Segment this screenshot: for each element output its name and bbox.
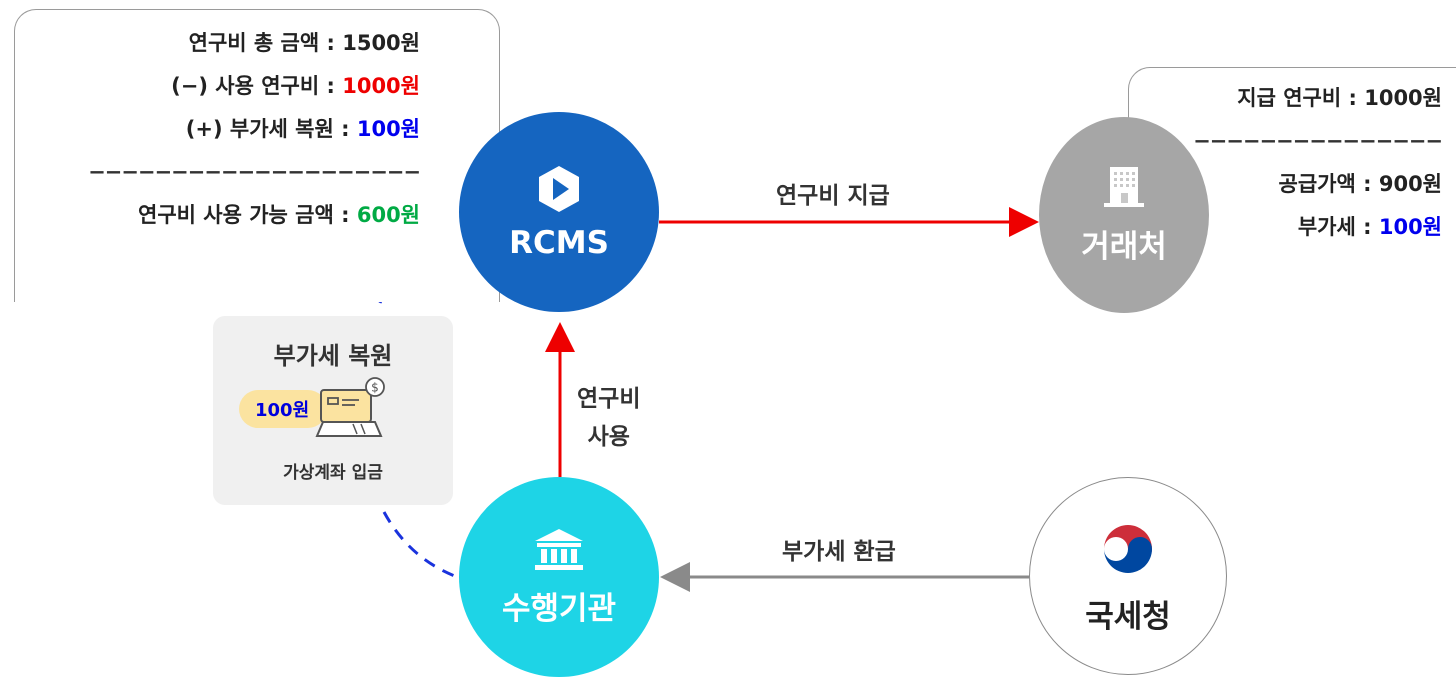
institution-label: 수행기관 (501, 590, 617, 627)
taegeuk-icon (1104, 524, 1152, 573)
institution-node: 수행기관 (459, 477, 659, 677)
used-amount-row: (−) 사용 연구비 : 1000원 (171, 74, 420, 98)
summary-divider: −−−−−−−−−−−−−−−−−−−− (88, 160, 421, 184)
restore-amount-badge: 100원 (239, 390, 327, 428)
vendor-info-text: 지급 연구비 : 1000원 −−−−−−−−−−−−−−− 공급가액 : 90… (1193, 77, 1443, 249)
bank-icon (535, 528, 583, 570)
vendor-label: 거래처 (1081, 228, 1167, 265)
supply-amount-row: 공급가액 : 900원 (1278, 172, 1442, 196)
laptop-dollar-icon: $ (315, 377, 385, 437)
rcms-logo-icon (539, 166, 579, 212)
vendor-divider: −−−−−−−−−−−−−−− (1193, 129, 1443, 153)
refund-edge-label: 부가세 환급 (782, 539, 896, 565)
rcms-node: RCMS (459, 112, 659, 312)
rcms-label: RCMS (509, 225, 609, 261)
paid-amount-row: 지급 연구비 : 1000원 (1237, 86, 1442, 110)
nts-label: 국세청 (1085, 598, 1171, 635)
svg-text:$: $ (371, 381, 379, 395)
vendor-vat-row: 부가세 : 100원 (1297, 215, 1442, 239)
vat-restore-row: (+) 부가세 복원 : 100원 (185, 117, 420, 141)
vat-restore-caption: 가상계좌 입금 (283, 463, 383, 483)
budget-summary-panel (14, 9, 500, 302)
vendor-node: 거래처 (1039, 117, 1209, 313)
vat-restore-title: 부가세 복원 (273, 342, 393, 370)
pay-edge-label: 연구비 지급 (776, 183, 890, 209)
budget-summary-text: 연구비 총 금액 : 1500원 (−) 사용 연구비 : 1000원 (+) … (88, 22, 421, 237)
vat-restore-card: 부가세 복원 100원 $ 가상계좌 입금 (213, 316, 453, 505)
available-amount-row: 연구비 사용 가능 금액 : 600원 (138, 203, 420, 227)
total-amount-row: 연구비 총 금액 : 1500원 (188, 31, 420, 55)
use-edge-label: 연구비 사용 (577, 386, 641, 450)
building-icon (1104, 166, 1144, 207)
nts-node: 국세청 (1029, 477, 1227, 675)
restore-dashed-arrow-lower (382, 511, 461, 580)
